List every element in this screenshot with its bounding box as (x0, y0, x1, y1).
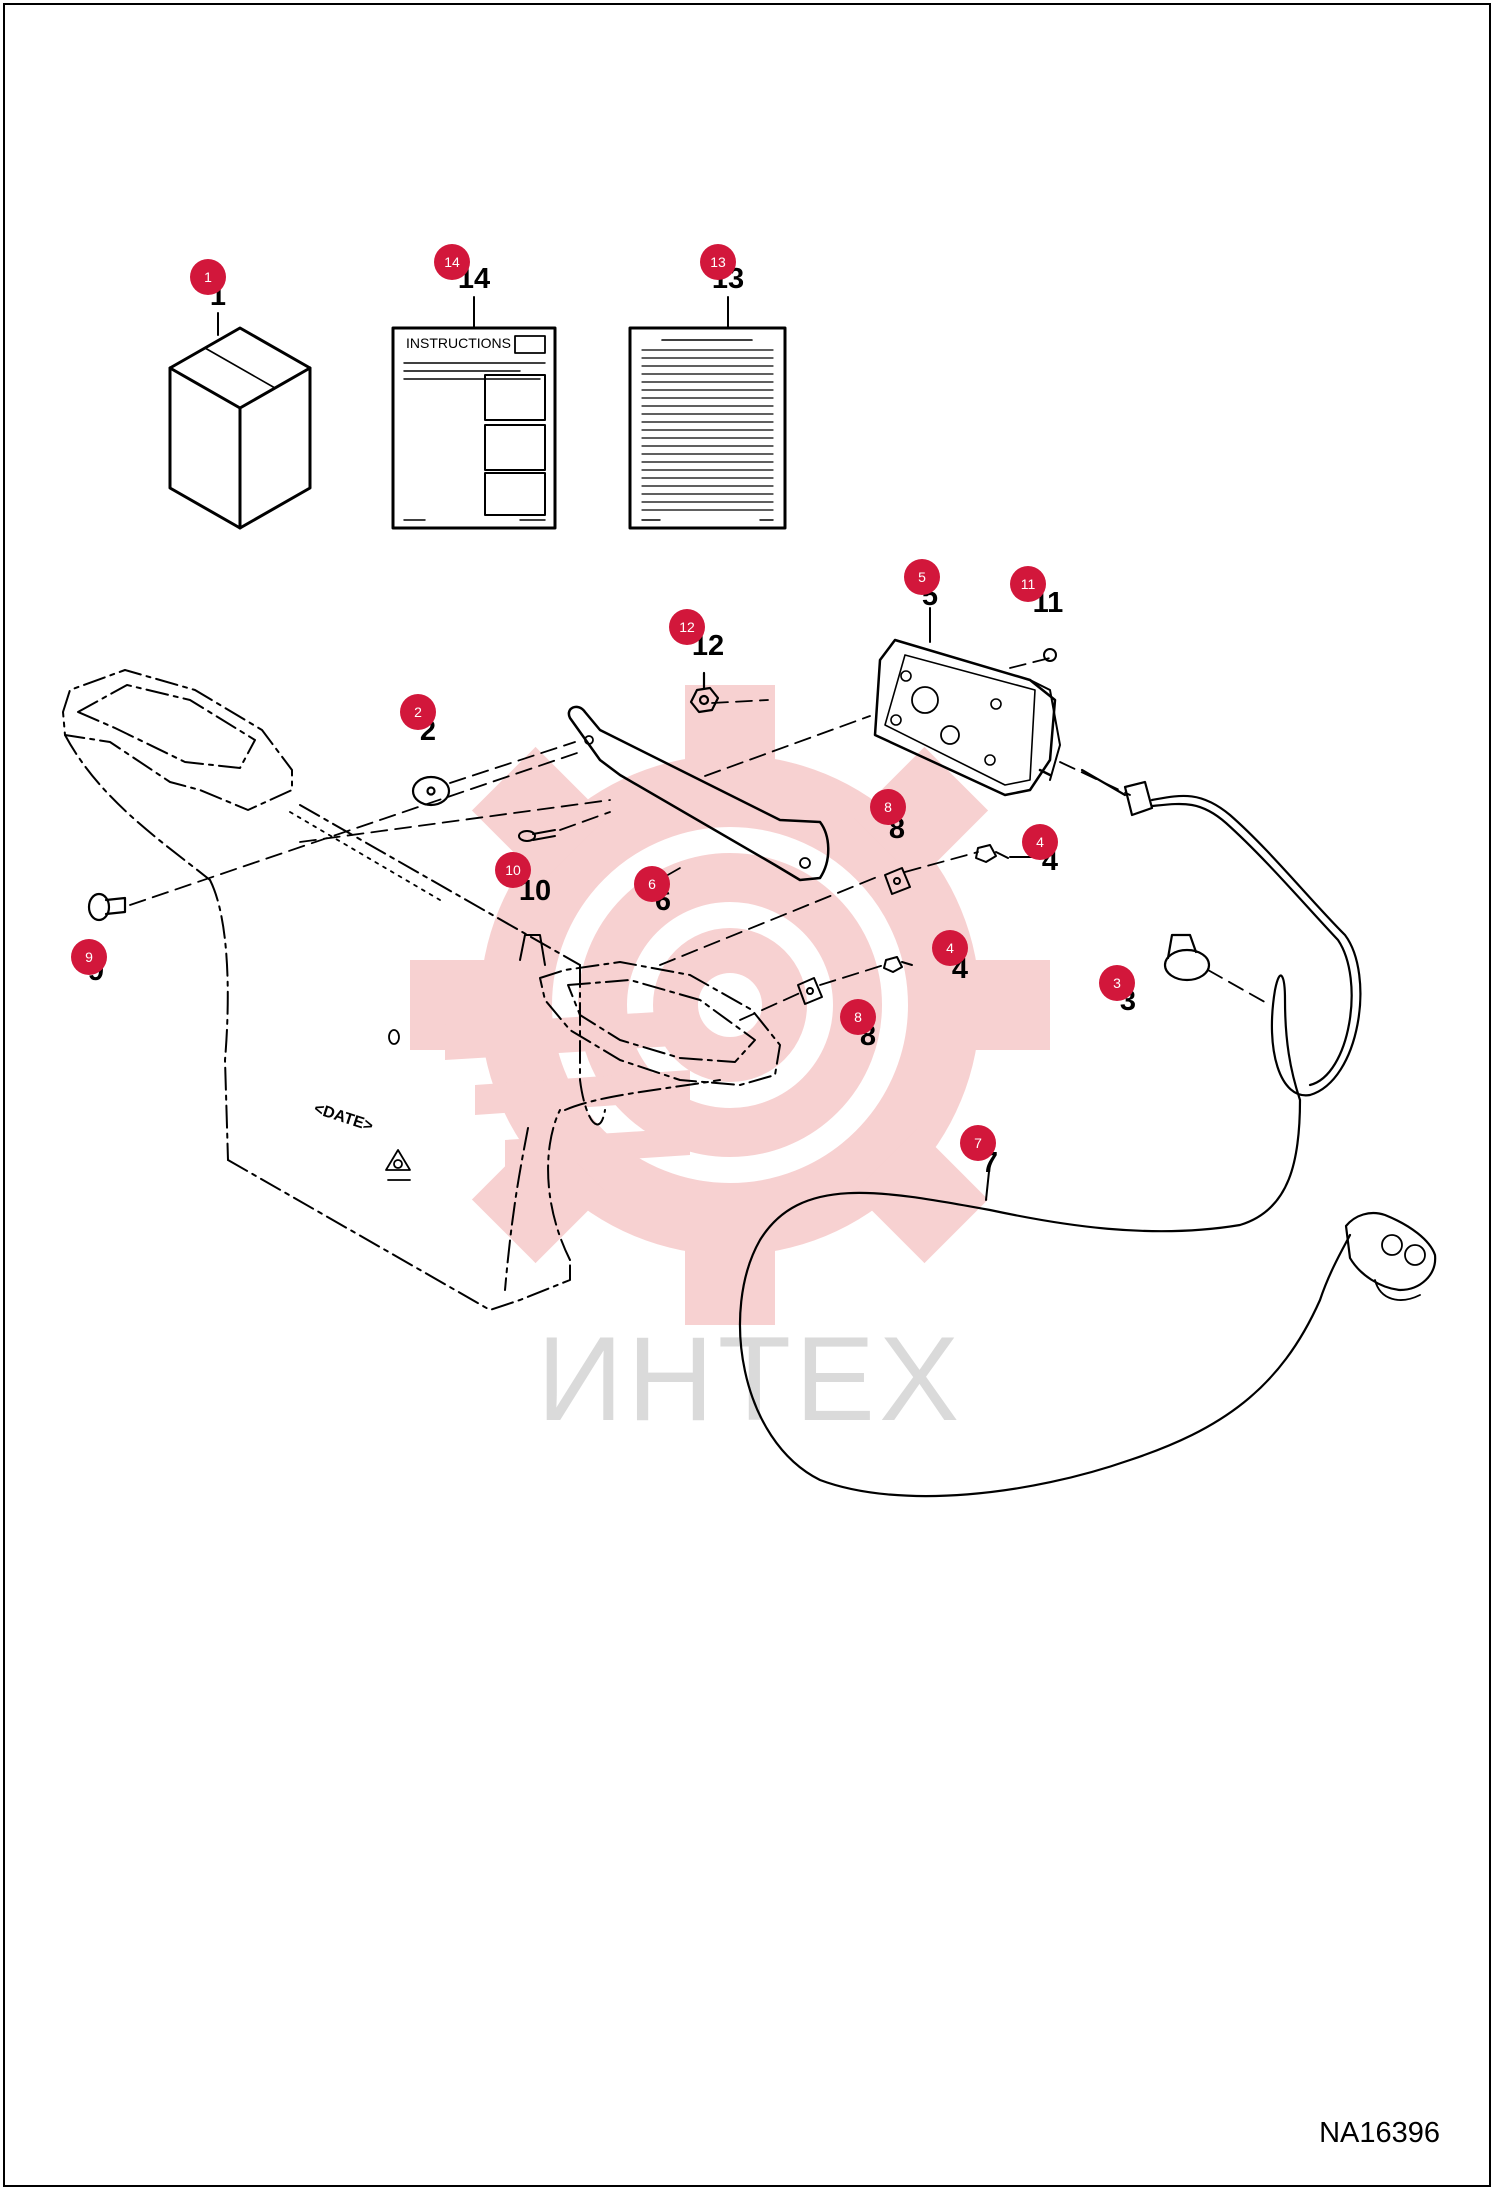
nut-part (689, 671, 720, 714)
console-hole (388, 1029, 400, 1045)
document-sheet-part (628, 296, 787, 530)
cable-tie-part (1163, 933, 1211, 982)
clip-nut-upper-part (884, 867, 911, 895)
svg-text:6: 6 (648, 876, 656, 892)
callout-14[interactable]: 14 (434, 244, 470, 280)
control-module-part (873, 607, 1061, 797)
callout-13[interactable]: 13 (700, 244, 736, 280)
mounting-bracket-part (519, 705, 830, 966)
callout-4-upper[interactable]: 4 (1022, 824, 1058, 860)
svg-text:8: 8 (854, 1009, 862, 1025)
svg-text:5: 5 (918, 569, 926, 585)
instructions-label: INSTRUCTIONS (406, 335, 511, 351)
svg-text:4: 4 (1036, 834, 1044, 850)
callout-12[interactable]: 12 (669, 609, 705, 645)
svg-text:9: 9 (85, 949, 93, 965)
small-nut-part (1043, 648, 1057, 662)
box-part (168, 312, 312, 530)
callout-7[interactable]: 7 (960, 1125, 996, 1161)
callout-4-lower[interactable]: 4 (932, 930, 968, 966)
svg-text:3: 3 (1113, 975, 1121, 991)
instructions-sheet-part (391, 296, 557, 530)
svg-text:7: 7 (974, 1135, 982, 1151)
svg-text:13: 13 (710, 254, 726, 270)
clip-nut-lower-part (797, 977, 823, 1005)
callout-8-upper[interactable]: 8 (870, 789, 906, 825)
recycle-icon (385, 1149, 411, 1181)
screw-lower-part (883, 956, 913, 973)
svg-text:1: 1 (204, 269, 212, 285)
assembly-lines (129, 657, 1271, 1021)
svg-text:10: 10 (505, 862, 521, 878)
bolt-part (518, 829, 556, 842)
callout-2[interactable]: 2 (400, 694, 436, 730)
date-mark: <DATE> (312, 1100, 375, 1135)
svg-text:11: 11 (1021, 576, 1036, 592)
callout-3[interactable]: 3 (1099, 965, 1135, 1001)
callout-9[interactable]: 9 (71, 939, 107, 975)
callout-1[interactable]: 1 (190, 259, 226, 295)
callout-10[interactable]: 10 (495, 852, 531, 888)
callout-11[interactable]: 11 (1010, 566, 1046, 602)
svg-text:4: 4 (946, 940, 954, 956)
svg-text:2: 2 (414, 704, 422, 720)
callout-8-lower[interactable]: 8 (840, 999, 876, 1035)
console-part (62, 669, 781, 1311)
callout-6[interactable]: 6 (634, 866, 670, 902)
svg-text:14: 14 (444, 254, 460, 270)
callout-markers: 1 14 13 5 11 12 2 8 (71, 244, 1135, 1161)
callout-5[interactable]: 5 (904, 559, 940, 595)
svg-text:12: 12 (679, 619, 695, 635)
watermark-text: ИНТЕХ (537, 1312, 963, 1446)
washer-part (411, 775, 451, 807)
svg-text:8: 8 (884, 799, 892, 815)
document-id: NA16396 (1319, 2117, 1440, 2149)
push-rivet-part (87, 892, 127, 922)
